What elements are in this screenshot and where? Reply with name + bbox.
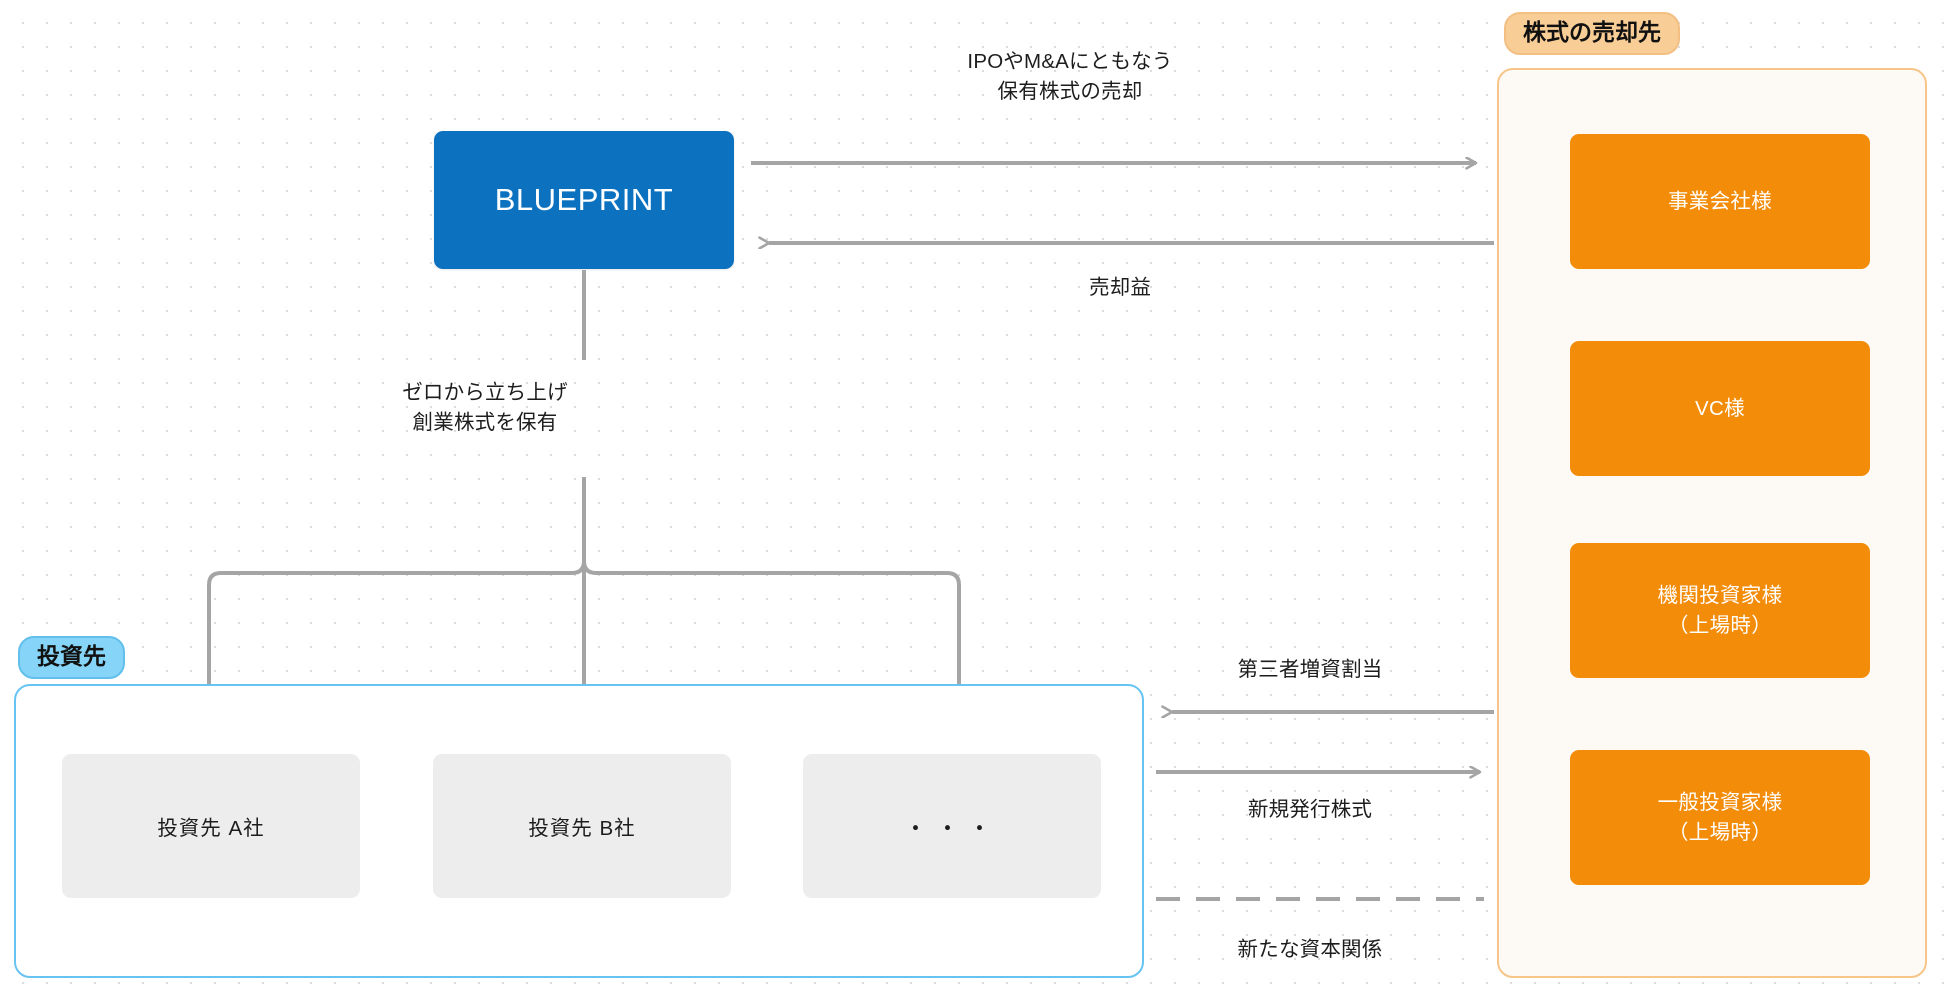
investee-box-label: 投資先 A社 [157, 817, 265, 840]
buyer-box-label: VC様 [1695, 396, 1745, 420]
buyer-box-label: 一般投資家様 （上場時） [1657, 791, 1783, 844]
investee-group-tag: 投資先 [18, 636, 125, 680]
buyer-box: 一般投資家様 （上場時） [1570, 750, 1870, 885]
buyer-box: 事業会社様 [1570, 134, 1870, 269]
buyer-box: VC様 [1570, 341, 1870, 476]
caption-sale-gain: 売却益 [1088, 276, 1152, 299]
blueprint-node-label: BLUEPRINT [494, 182, 674, 217]
caption-newly-issued-shares: 新規発行株式 [1247, 798, 1373, 821]
blueprint-node: BLUEPRINT [434, 131, 734, 269]
investee-box: 投資先 B社 [433, 754, 731, 898]
caption-founding-shares: ゼロから立ち上げ 創業株式を保有 [402, 381, 568, 434]
buyer-box: 機関投資家様 （上場時） [1570, 543, 1870, 678]
buyer-box-label: 機関投資家様 （上場時） [1657, 584, 1783, 637]
buyer-box-label: 事業会社様 [1668, 189, 1772, 213]
investee-box-label: 投資先 B社 [528, 817, 636, 840]
caption-third-party-allotment: 第三者増資割当 [1237, 658, 1383, 681]
caption-new-capital-relationship: 新たな資本関係 [1237, 938, 1383, 961]
buyer-group-tag: 株式の売却先 [1504, 12, 1680, 56]
investee-box-label: ・・・ [904, 815, 1000, 841]
caption-ipo-ma-sale: IPOやM&Aにともなう 保有株式の売却 [967, 50, 1173, 103]
investee-box: 投資先 A社 [62, 754, 360, 898]
investee-box: ・・・ [803, 754, 1101, 898]
